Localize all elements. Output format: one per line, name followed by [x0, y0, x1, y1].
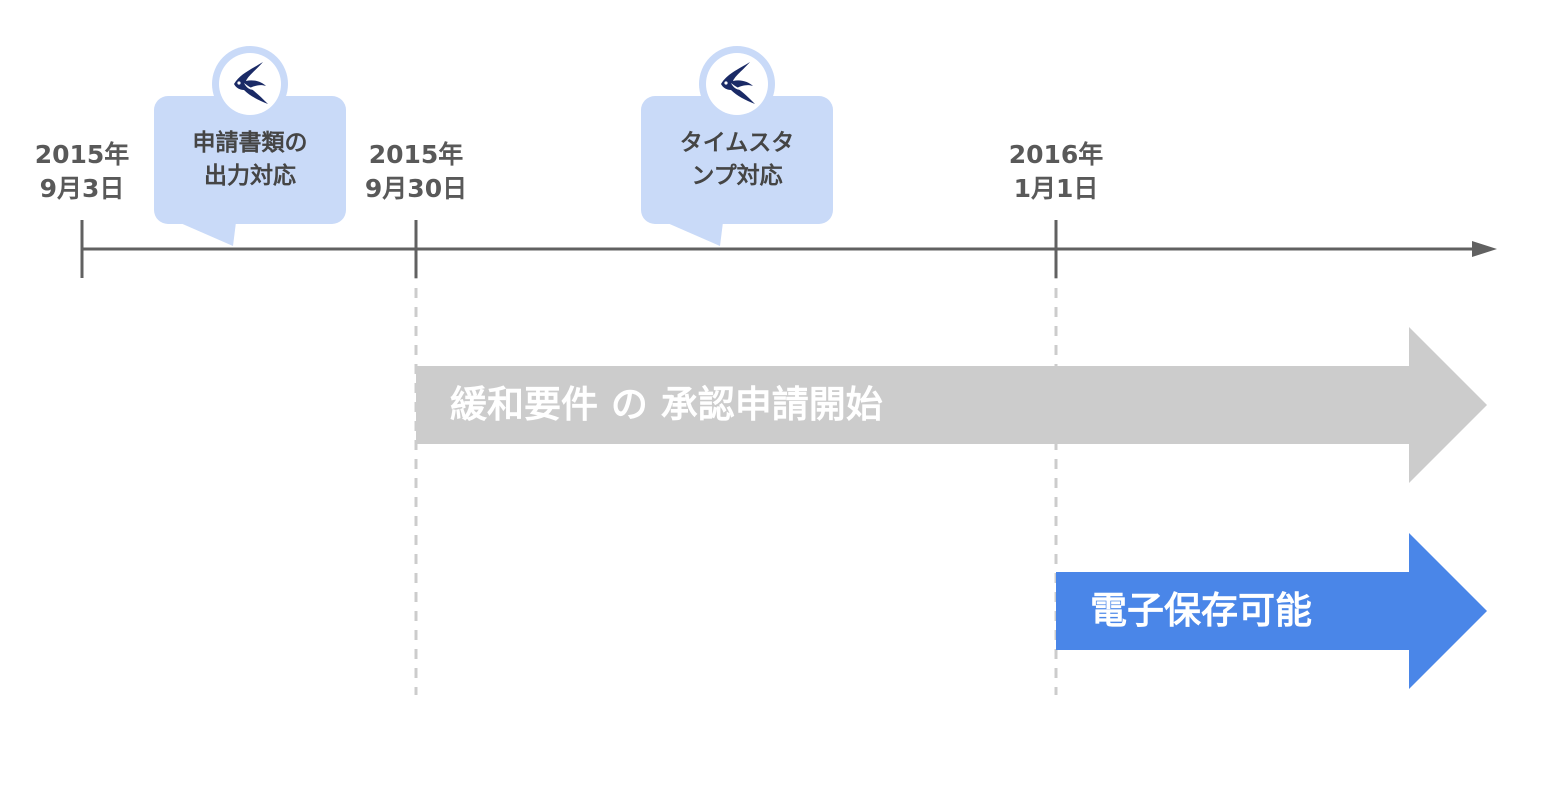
callout-text-output: 申請書類の 出力対応 — [154, 127, 346, 193]
date-day: 1月1日 — [1013, 174, 1099, 203]
date-day: 9月3日 — [39, 174, 125, 203]
approval-arrow-shape — [416, 327, 1487, 483]
date-year: 2016年 — [1008, 140, 1104, 169]
date-label-sep3: 2015年 9月3日 — [2, 138, 162, 206]
callout-line: 申請書類の — [192, 130, 308, 156]
date-year: 2015年 — [34, 140, 130, 169]
date-label-jan1: 2016年 1月1日 — [976, 138, 1136, 206]
callout-line: タイムスタ — [679, 130, 795, 156]
axis-arrowhead — [1472, 241, 1497, 257]
approval-arrow-label: 緩和要件 の 承認申請開始 — [450, 383, 883, 426]
date-year: 2015年 — [368, 140, 464, 169]
callout-timestamp-support — [641, 46, 833, 246]
date-day: 9月30日 — [364, 174, 468, 203]
callout-output-support — [154, 46, 346, 246]
storage-arrow-shape — [1056, 533, 1487, 689]
callout-text-timestamp: タイムスタ ンプ対応 — [641, 127, 833, 193]
swallow-icon — [721, 62, 755, 104]
callout-line: ンプ対応 — [691, 163, 783, 189]
date-label-sep30: 2015年 9月30日 — [336, 138, 496, 206]
storage-arrow-label: 電子保存可能 — [1090, 589, 1312, 632]
swallow-icon — [234, 62, 268, 104]
callout-line: 出力対応 — [204, 163, 296, 189]
